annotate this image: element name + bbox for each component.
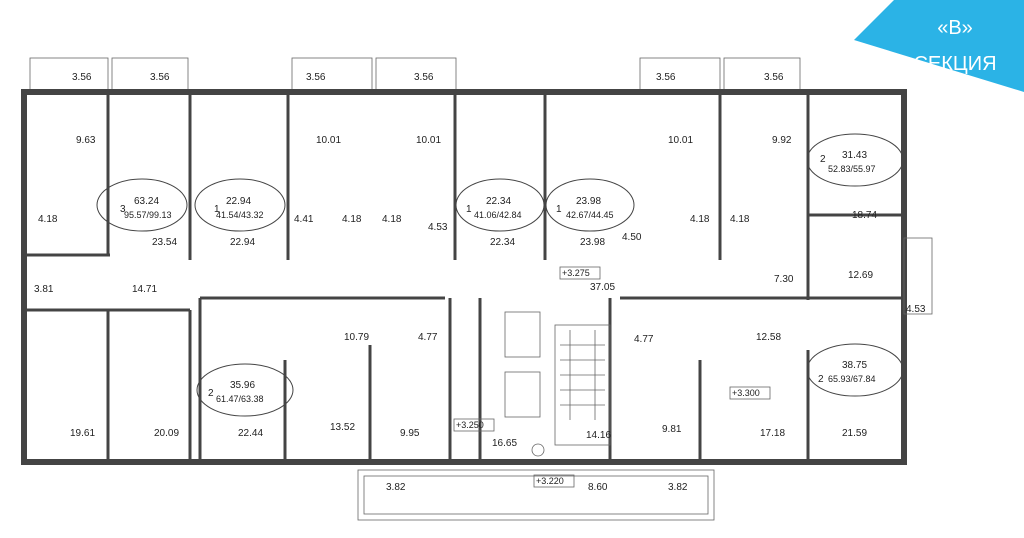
bottom-balcony-labels: 3.82 8.60 3.82 — [386, 482, 688, 493]
balcony-labels: 3.56 3.56 3.56 3.56 3.56 3.56 — [72, 72, 784, 83]
balcony-area: 3.56 — [656, 72, 676, 83]
room-area: 12.69 — [848, 270, 873, 281]
room-area: 9.92 — [772, 135, 792, 146]
bath-area: 4.18 — [382, 214, 402, 225]
balcony-area: 3.56 — [306, 72, 326, 83]
room-area: 14.16 — [586, 430, 611, 441]
apartment-rooms: 2 — [820, 154, 826, 165]
room-area: 13.52 — [330, 422, 355, 433]
apartment-labels: 3 63.24 95.57/99.13 1 22.94 41.54/43.32 … — [120, 150, 876, 404]
balcony-area: 3.82 — [668, 482, 688, 493]
room-area: 3.81 — [34, 284, 54, 295]
room-area: 19.61 — [70, 428, 95, 439]
top-room-labels: 9.63 10.01 10.01 10.01 9.92 18.74 12.69 … — [76, 135, 926, 315]
apartment-rooms: 2 — [818, 374, 824, 385]
apartment-total: 95.57/99.13 — [124, 210, 172, 220]
outer-walls — [21, 89, 907, 465]
bath-area: 4.18 — [38, 214, 58, 225]
level-mark: +3.275 — [562, 268, 590, 278]
room-area: 22.34 — [490, 237, 515, 248]
interior-walls — [24, 92, 904, 464]
room-area: 4.53 — [906, 304, 926, 315]
apartment-total: 41.06/42.84 — [474, 210, 522, 220]
apartment-living: 22.34 — [486, 196, 511, 207]
room-area: 9.95 — [400, 428, 420, 439]
room-area: 20.09 — [154, 428, 179, 439]
bath-area: 4.18 — [730, 214, 750, 225]
balcony-area: 3.82 — [386, 482, 406, 493]
bath-area: 4.18 — [690, 214, 710, 225]
balcony-area: 3.56 — [150, 72, 170, 83]
bottom-room-labels: 19.61 20.09 22.44 13.52 9.95 10.79 4.77 … — [70, 332, 867, 449]
section-badge-ribbon — [854, 0, 1024, 92]
bottom-balcony — [357, 469, 715, 521]
apartment-living: 35.96 — [230, 380, 255, 391]
room-area: 10.79 — [344, 332, 369, 343]
bath-area: 4.53 — [428, 222, 448, 233]
apartment-total: 42.67/44.45 — [566, 210, 614, 220]
room-area: 10.01 — [316, 135, 341, 146]
apartment-markers — [96, 133, 904, 417]
balcony-area: 3.56 — [72, 72, 92, 83]
level-mark: +3.220 — [536, 476, 564, 486]
room-area: 10.01 — [668, 135, 693, 146]
room-area: 18.74 — [852, 210, 877, 221]
room-area: 9.81 — [662, 424, 682, 435]
room-area: 12.58 — [756, 332, 781, 343]
apartment-total: 41.54/43.32 — [216, 210, 264, 220]
room-area: 37.05 — [590, 282, 615, 293]
section-badge-line2: СЕКЦИЯ — [913, 53, 997, 75]
level-mark: +3.300 — [732, 388, 760, 398]
bath-area: 4.50 — [622, 232, 642, 243]
right-balcony — [903, 237, 933, 315]
balcony-area: 3.56 — [764, 72, 784, 83]
room-area: 22.44 — [238, 428, 263, 439]
room-area: 23.54 — [152, 237, 177, 248]
room-area: 16.65 — [492, 438, 517, 449]
room-area: 14.71 — [132, 284, 157, 295]
apartment-rooms: 2 — [208, 388, 214, 399]
room-area: 4.77 — [634, 334, 654, 345]
apartment-rooms: 1 — [556, 204, 562, 215]
apartment-rooms: 1 — [466, 204, 472, 215]
apartment-total: 65.93/67.84 — [828, 374, 876, 384]
level-mark: +3.250 — [456, 420, 484, 430]
room-area: 4.77 — [418, 332, 438, 343]
apartment-total: 61.47/63.38 — [216, 394, 264, 404]
room-area: 17.18 — [760, 428, 785, 439]
room-area: 7.30 — [774, 274, 794, 285]
apartment-rooms: 3 — [120, 204, 126, 215]
section-badge-line1: «B» — [937, 17, 973, 39]
apartment-rooms: 1 — [214, 204, 220, 215]
badge-shape — [854, 0, 1024, 92]
apartment-living: 63.24 — [134, 196, 159, 207]
apartment-living: 31.43 — [842, 150, 867, 161]
room-area: 22.94 — [230, 237, 255, 248]
room-area: 23.98 — [580, 237, 605, 248]
stair-block — [504, 311, 611, 457]
room-area: 9.63 — [76, 135, 96, 146]
room-area: 10.01 — [416, 135, 441, 146]
corridor-labels: 23.54 22.94 22.34 23.98 3.81 14.71 37.05 — [34, 237, 615, 295]
balcony-area: 3.56 — [414, 72, 434, 83]
level-markers: +3.275 +3.250 +3.220 +3.300 — [453, 266, 771, 488]
apartment-living: 38.75 — [842, 360, 867, 371]
room-area: 21.59 — [842, 428, 867, 439]
bath-labels: 4.18 4.41 4.18 4.18 4.53 4.50 4.18 4.18 — [38, 214, 750, 243]
apartment-living: 22.94 — [226, 196, 251, 207]
apartment-living: 23.98 — [576, 196, 601, 207]
apartment-total: 52.83/55.97 — [828, 164, 876, 174]
balcony-area: 8.60 — [588, 482, 608, 493]
bath-area: 4.18 — [342, 214, 362, 225]
bath-area: 4.41 — [294, 214, 314, 225]
